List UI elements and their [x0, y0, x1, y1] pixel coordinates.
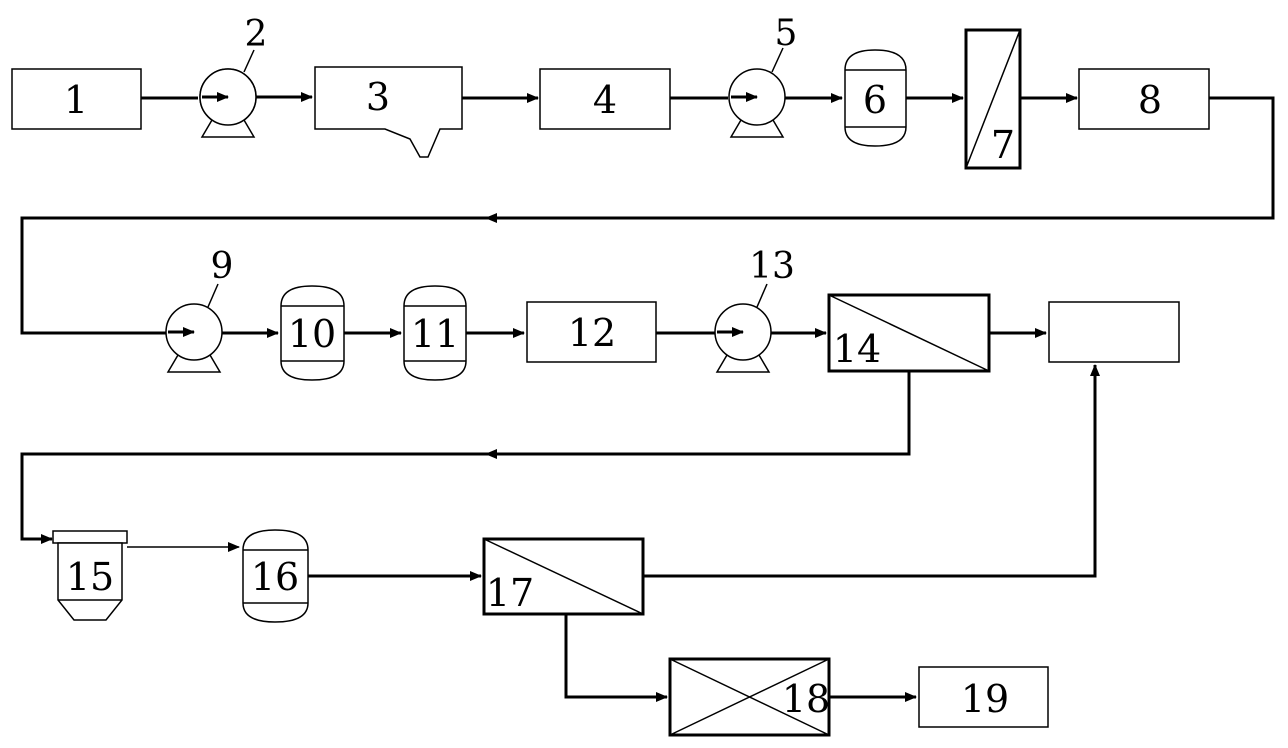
unit-8-label: 8 [1138, 78, 1162, 122]
unit-12-box: 12 [526, 301, 657, 363]
filter-7-icon: 7 [964, 28, 1022, 170]
vessel-6-icon: 6 [844, 49, 907, 147]
pump-13-icon: 13 [714, 246, 795, 373]
unit-10-label: 10 [288, 312, 336, 356]
pump-9-icon: 9 [165, 246, 234, 373]
pump-5-icon: 5 [728, 13, 798, 138]
evaporator-15-icon: 15 [52, 530, 128, 621]
flow-8-9 [20, 96, 1275, 335]
pump-9-label: 9 [211, 246, 234, 287]
unit-8-box: 8 [1078, 68, 1210, 130]
pump-2-label: 2 [245, 14, 268, 55]
unit-1-box: 1 [11, 68, 142, 130]
settling-tank-3-icon: 3 [314, 66, 463, 158]
flow-17-18 [564, 614, 666, 699]
unit-18-icon: 18 [668, 657, 831, 737]
unit-18-label: 18 [782, 677, 830, 721]
membrane-17-icon: 17 [482, 537, 645, 616]
flow-17-product [643, 375, 1097, 578]
pump-5-label: 5 [775, 13, 798, 54]
membrane-14-icon: 14 [827, 293, 991, 373]
unit-16-label: 16 [251, 555, 299, 599]
pump-2-icon: 2 [199, 14, 268, 138]
vessel-11-icon: 11 [403, 285, 467, 381]
unit-4-label: 4 [593, 78, 617, 122]
unit-3-label: 3 [366, 75, 390, 119]
unit-11-label: 11 [411, 312, 459, 356]
unit-6-label: 6 [863, 78, 887, 122]
unit-14-label: 14 [833, 327, 881, 371]
vessel-10-icon: 10 [280, 285, 345, 381]
flow-14-15 [20, 371, 911, 541]
pump-13-label: 13 [749, 246, 795, 287]
unit-12-label: 12 [568, 311, 616, 355]
unit-1-label: 1 [64, 78, 88, 122]
unit-7-label: 7 [991, 123, 1015, 167]
unit-15-label: 15 [66, 555, 114, 599]
unit-4-box: 4 [539, 68, 671, 130]
vessel-16-icon: 16 [242, 529, 309, 623]
unit-19-box: 19 [918, 666, 1049, 728]
product-tank-box [1048, 301, 1180, 363]
unit-17-label: 17 [486, 571, 534, 615]
unit-19-label: 19 [961, 677, 1009, 721]
